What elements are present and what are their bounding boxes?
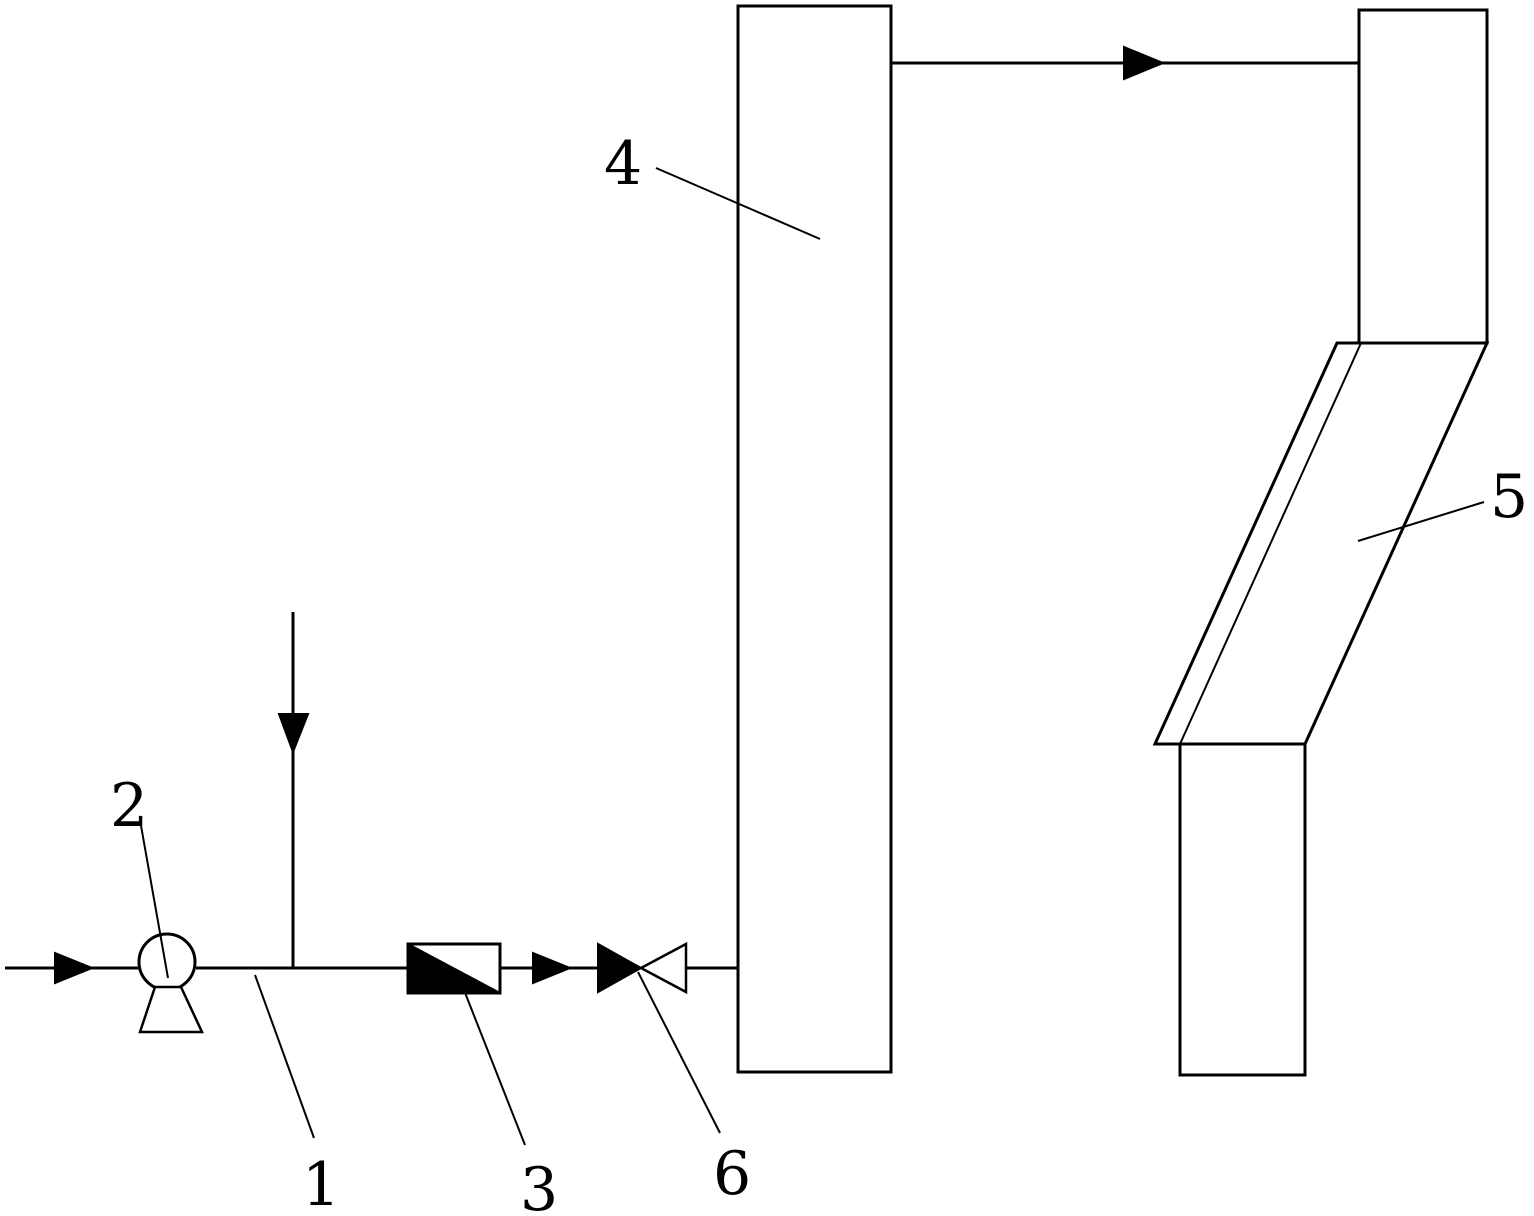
feed-branch (277, 612, 310, 968)
label-pipe: 1 (302, 1150, 340, 1216)
top-pipe (891, 45, 1359, 81)
chute (1152, 341, 1490, 746)
column (736, 4, 893, 1074)
label-filter: 3 (520, 1155, 558, 1216)
label-chute: 5 (1490, 462, 1528, 532)
valve (597, 941, 688, 995)
feed-flow-arrow (277, 713, 310, 755)
label-pump: 2 (110, 771, 148, 841)
pump (137, 932, 204, 1034)
top-flow-arrow (1123, 45, 1166, 81)
leader-lines (139, 167, 1485, 1146)
filter (406, 942, 502, 995)
filter-outlet-arrow (532, 951, 573, 985)
upper-receiver (1357, 8, 1489, 345)
label-column: 4 (604, 129, 642, 199)
inlet-flow-arrow (54, 951, 95, 985)
lower-collector (1178, 742, 1307, 1077)
label-valve: 6 (713, 1139, 751, 1209)
